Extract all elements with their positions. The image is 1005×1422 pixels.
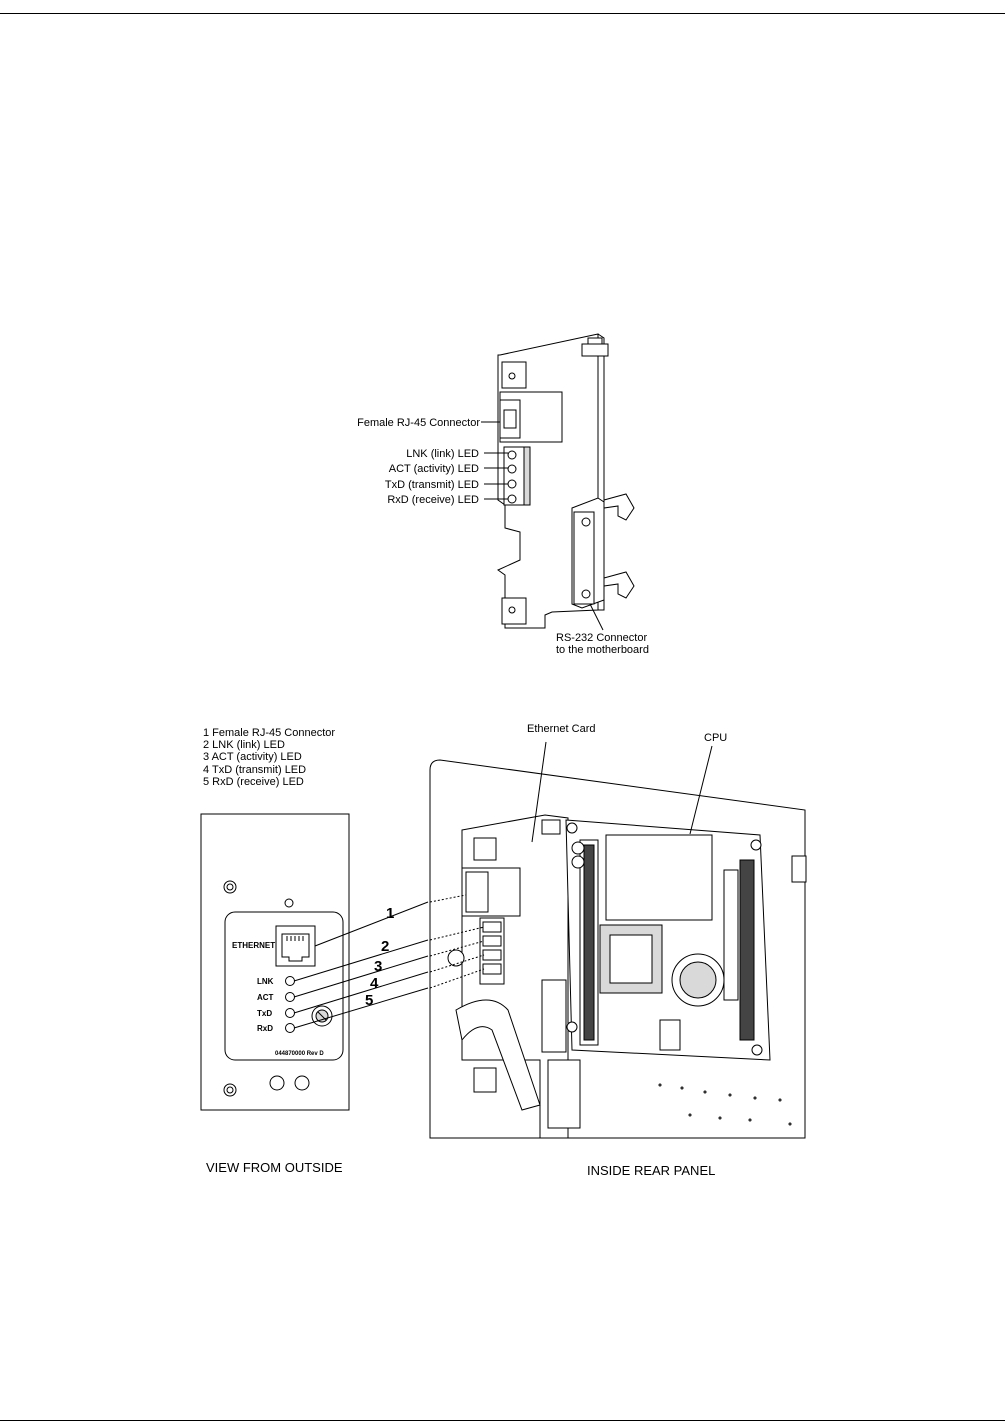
- legend-item: 5 RxD (receive) LED: [203, 776, 304, 788]
- rs232-label-line1: RS-232 Connector: [556, 632, 647, 644]
- callout-lines: [293, 894, 485, 1029]
- act-led-label: ACT (activity) LED: [389, 463, 479, 475]
- legend-item: 2 LNK (link) LED: [203, 739, 285, 751]
- outside-view-caption: VIEW FROM OUTSIDE: [206, 1160, 343, 1175]
- ethernet-card-drawing: [481, 333, 635, 631]
- bottom-rule: [0, 1420, 1005, 1421]
- led-label-txd: TxD: [257, 1009, 272, 1018]
- led-label-lnk: LNK: [257, 977, 274, 986]
- legend-item: 1 Female RJ-45 Connector: [203, 727, 335, 739]
- callout-number: 1: [386, 905, 394, 922]
- rxd-led-label: RxD (receive) LED: [387, 494, 479, 506]
- led-label-act: ACT: [257, 993, 274, 1002]
- callout-number: 4: [370, 975, 379, 992]
- legend-item: 3 ACT (activity) LED: [203, 751, 302, 763]
- outside-panel-drawing: [200, 813, 350, 1111]
- ethernet-card-label: Ethernet Card: [527, 723, 595, 735]
- txd-led-label: TxD (transmit) LED: [385, 479, 479, 491]
- lnk-led-label: LNK (link) LED: [406, 448, 479, 460]
- inside-panel-drawing: [429, 741, 807, 1139]
- part-number: 044870000 Rev D: [275, 1051, 324, 1057]
- legend-item: 4 TxD (transmit) LED: [203, 764, 306, 776]
- inside-view-caption: INSIDE REAR PANEL: [587, 1163, 715, 1178]
- led-label-rxd: RxD: [257, 1024, 273, 1033]
- cpu-label: CPU: [704, 732, 727, 744]
- top-rule: [0, 13, 1005, 14]
- rs232-label-line2: to the motherboard: [556, 644, 649, 656]
- legend: 1 Female RJ-45 Connector 2 LNK (link) LE…: [203, 727, 335, 788]
- callout-number: 3: [374, 958, 382, 975]
- rj45-label: Female RJ-45 Connector: [357, 417, 480, 429]
- callout-number: 5: [365, 992, 373, 1009]
- ethernet-port-label: ETHERNET: [232, 941, 275, 950]
- callout-number: 2: [381, 938, 389, 955]
